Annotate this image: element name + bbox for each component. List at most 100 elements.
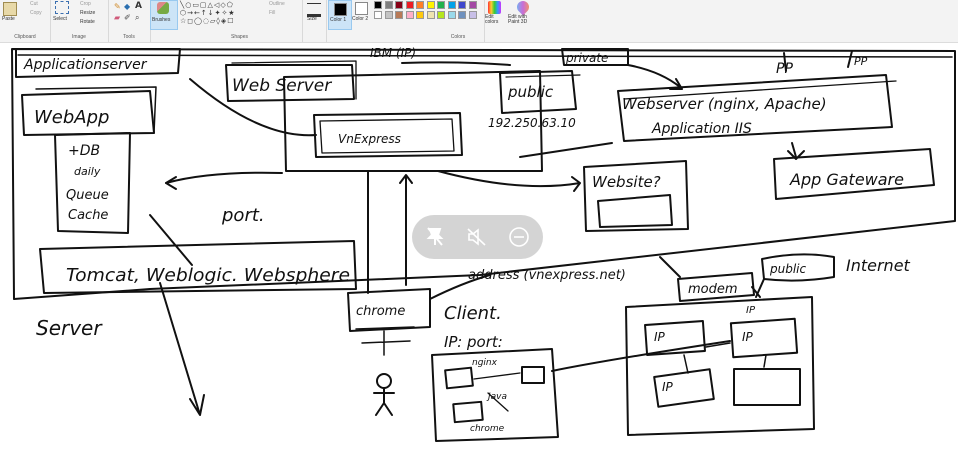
edit-colors-button[interactable]: Edit colors — [484, 0, 506, 42]
color-swatch[interactable] — [426, 11, 435, 19]
private-text: private — [565, 51, 608, 65]
copy-button[interactable]: Copy — [30, 10, 42, 16]
fill-button[interactable]: Fill — [269, 10, 276, 16]
edit-paint3d-button[interactable]: Edit with Paint 3D — [508, 0, 538, 42]
pp-text: PP — [776, 61, 793, 77]
cut-button[interactable]: Cut — [30, 1, 38, 7]
color-swatch[interactable] — [458, 1, 466, 9]
address-text: address (vnexpress.net) — [468, 268, 626, 283]
shapes-group: ╲○▭▢△◁◇⬠⬡→←↑↓✦✧★☆◻◯◌▱◊◈☐ Outline Fill Sh… — [177, 0, 303, 42]
webserver-nginx-text: Webserver (nginx, Apache) — [622, 95, 827, 113]
app-server-box — [15, 48, 181, 78]
size-lines-icon — [307, 3, 321, 17]
color-swatch[interactable] — [384, 11, 393, 19]
color-swatch[interactable] — [374, 1, 382, 9]
color2-label: Color 2 — [352, 16, 369, 22]
fill-icon[interactable]: ◆ — [124, 2, 131, 11]
modem-box — [677, 272, 755, 302]
queue-text: Queue — [66, 188, 109, 203]
colors-group-label: Colors — [450, 34, 466, 40]
color-swatch[interactable] — [468, 11, 477, 19]
select-button[interactable]: Select — [53, 16, 67, 22]
public2-text: public — [769, 262, 807, 276]
color2-swatch — [355, 2, 368, 15]
color-swatch[interactable] — [395, 1, 403, 9]
public-pill — [761, 253, 835, 282]
db-text: +DB — [68, 143, 100, 159]
mute-icon[interactable] — [464, 224, 490, 250]
color-swatch[interactable] — [416, 1, 424, 9]
size-label: Size — [307, 16, 317, 22]
ip-a-text: IP — [654, 330, 666, 344]
ribbon-toolbar: Paste Cut Copy Clipboard Select Crop Res… — [0, 0, 958, 43]
color-swatch[interactable] — [426, 1, 435, 9]
drawing-canvas[interactable]: Applicationserver WebApp +DB daily Queue… — [0, 43, 958, 470]
port-mid-text: port. — [221, 205, 265, 226]
pencil-icon[interactable]: ✎ — [114, 2, 121, 11]
network-box — [625, 296, 815, 436]
modem-text: modem — [688, 282, 738, 297]
color2-button[interactable]: Color 2 — [351, 0, 371, 42]
crop-button[interactable]: Crop — [80, 1, 91, 7]
resize-button[interactable]: Resize — [80, 10, 96, 16]
outline-button[interactable]: Outline — [269, 1, 285, 7]
daily-text: daily — [74, 165, 101, 178]
brushes-label: Brushes — [152, 17, 171, 23]
web-server-text: Web Server — [232, 76, 332, 96]
paste-icon[interactable] — [3, 2, 17, 16]
gateway-box — [773, 148, 935, 200]
edit-colors-label: Edit colors — [485, 14, 499, 25]
whiteboard-sketch: Applicationserver WebApp +DB daily Queue… — [11, 46, 956, 442]
brushes-group[interactable]: Brushes — [150, 0, 178, 30]
color-swatch[interactable] — [395, 11, 403, 19]
color1-swatch — [334, 3, 347, 16]
chrome2-text: chrome — [470, 424, 505, 434]
color-swatch[interactable] — [437, 1, 445, 9]
ip-c-text: IP — [662, 380, 674, 394]
ibm-text: IBM (IP) — [370, 46, 416, 60]
tools-group: ✎ ◆ A ▰ ✐ ⌕ Tools — [108, 0, 151, 42]
pin-off-icon[interactable] — [422, 224, 448, 250]
client-text: Client. — [444, 303, 502, 324]
color-swatch[interactable] — [374, 11, 382, 19]
color-swatch[interactable] — [447, 11, 456, 19]
vnexpress-box — [313, 112, 463, 158]
rotate-button[interactable]: Rotate — [80, 19, 95, 25]
color-swatch[interactable] — [405, 1, 414, 9]
color-swatch[interactable] — [447, 1, 456, 9]
magnifier-icon[interactable]: ⌕ — [135, 13, 140, 22]
minus-circle-icon[interactable] — [506, 224, 532, 250]
select-icon[interactable] — [55, 1, 69, 14]
color1-label: Color 1 — [330, 17, 347, 23]
vnexpress-text: VnExpress — [338, 132, 401, 146]
public-box — [499, 70, 577, 114]
color1-button[interactable]: Color 1 — [328, 0, 352, 30]
color-picker-icon[interactable]: ✐ — [124, 13, 131, 22]
color-swatch[interactable] — [468, 1, 477, 9]
color-swatch[interactable] — [416, 11, 424, 19]
java-text: Java — [486, 392, 507, 402]
color-swatch[interactable] — [384, 1, 393, 9]
db-cache-box — [54, 132, 131, 234]
client-box — [431, 348, 559, 442]
chrome-box — [347, 288, 431, 332]
color-swatch[interactable] — [437, 11, 445, 19]
nginx-text: nginx — [472, 358, 498, 368]
rainbow-icon — [488, 1, 501, 14]
internet-text: Internet — [846, 256, 911, 275]
cache-text: Cache — [68, 208, 108, 223]
color-swatch[interactable] — [405, 11, 414, 19]
web-app-text: WebApp — [34, 107, 109, 128]
ip-port-text: IP: port: — [444, 333, 503, 351]
user-stick-figure — [376, 373, 392, 389]
size-group[interactable]: Size — [302, 0, 327, 42]
tomcat-box — [39, 240, 357, 294]
eraser-icon[interactable]: ▰ — [114, 13, 121, 22]
appgateware-text: App Gateware — [789, 170, 904, 189]
color-swatch[interactable] — [458, 11, 466, 19]
shapes-gallery[interactable]: ╲○▭▢△◁◇⬠⬡→←↑↓✦✧★☆◻◯◌▱◊◈☐ — [180, 1, 236, 25]
text-icon[interactable]: A — [135, 1, 142, 11]
paste-button[interactable]: Paste — [2, 16, 15, 22]
pp2-text: PP — [854, 55, 868, 68]
website-text: Website? — [592, 173, 661, 191]
